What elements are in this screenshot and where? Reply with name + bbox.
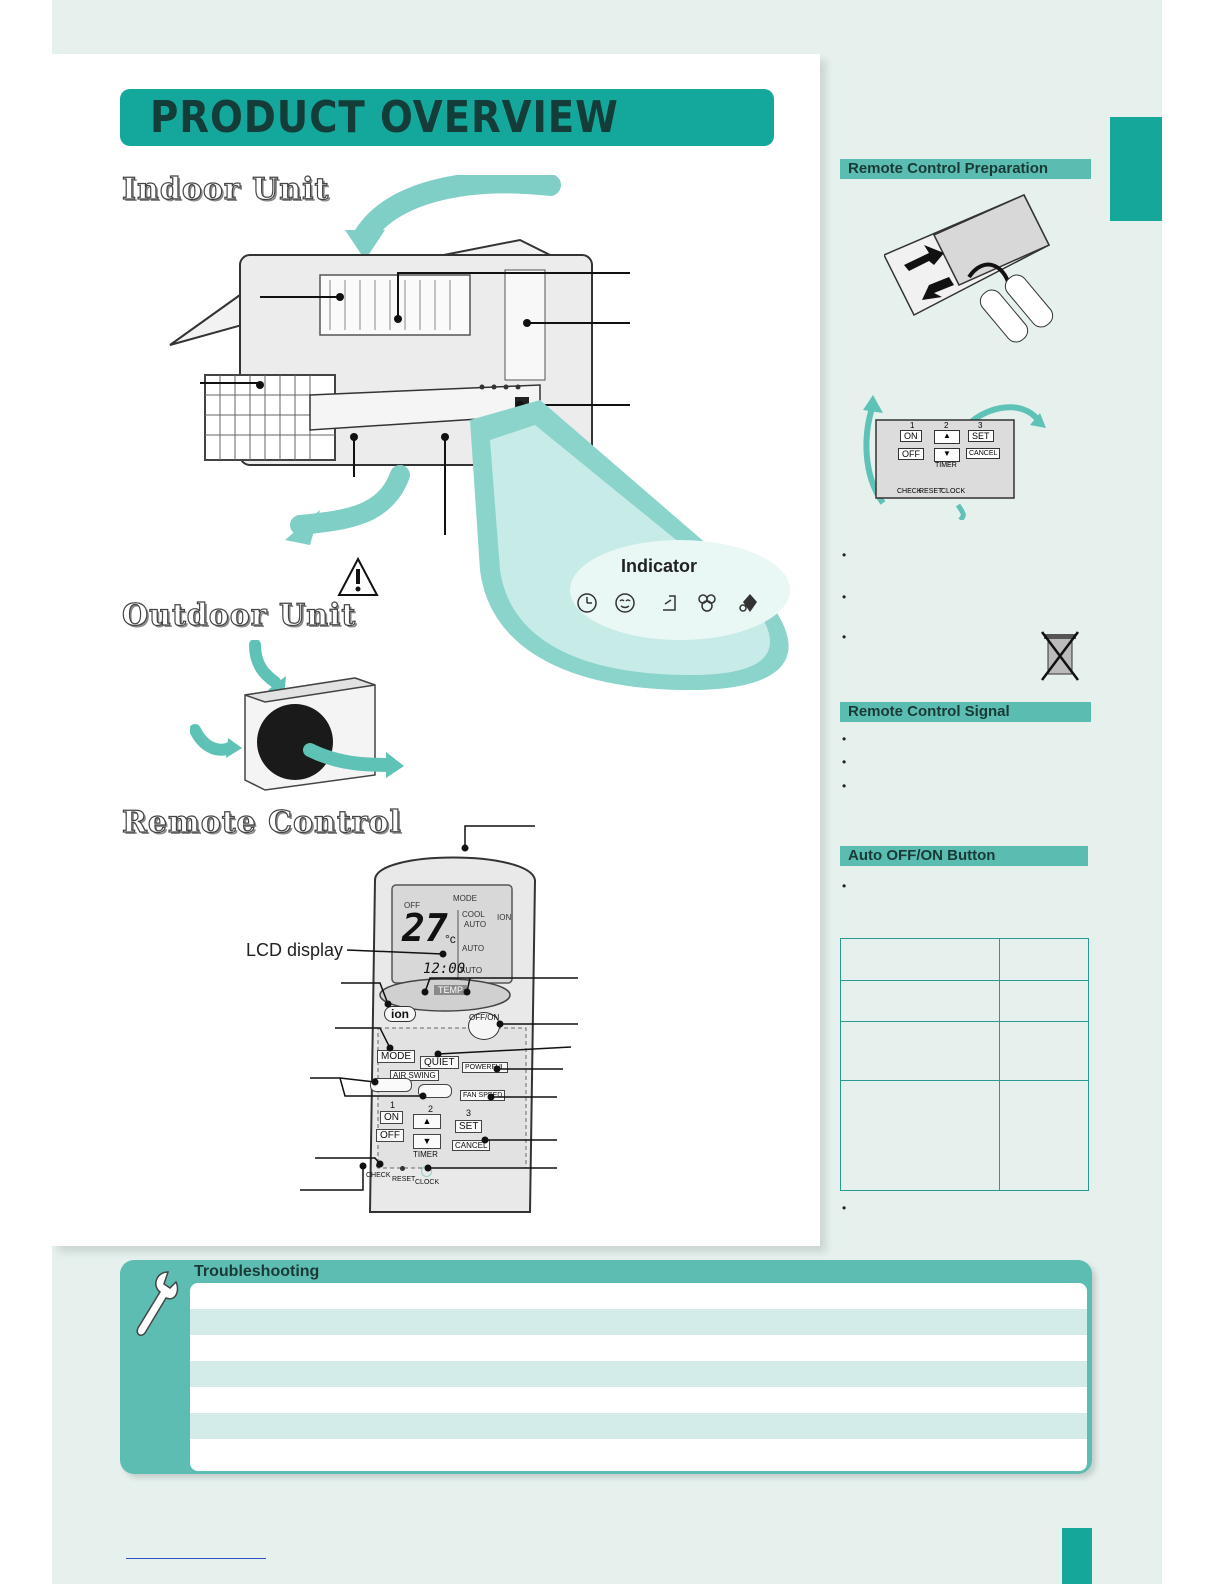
remote-timer-1: 1 bbox=[390, 1100, 396, 1110]
remote-clock-display: 12:00 bbox=[423, 961, 466, 977]
signal-bullet-2: • bbox=[842, 755, 847, 769]
remote-mode-button[interactable]: MODE bbox=[377, 1050, 415, 1063]
remote-air-swing-vertical-button[interactable] bbox=[370, 1078, 412, 1092]
remote-control-heading: Remote Control bbox=[121, 804, 402, 840]
trouble-row-6 bbox=[190, 1413, 1087, 1439]
indicator-icons bbox=[577, 593, 757, 613]
auto-bullet-1: • bbox=[842, 879, 847, 893]
page-title: PRODUCT OVERVIEW bbox=[150, 92, 619, 143]
warning-icon bbox=[337, 556, 379, 596]
no-dispose-bin-icon bbox=[1041, 631, 1079, 681]
auto-comfort-indicator-icon bbox=[739, 594, 757, 612]
tp-off-button[interactable]: OFF bbox=[898, 448, 924, 460]
lcd-display-label: LCD display bbox=[246, 940, 344, 960]
remote-temp-unit: °c bbox=[445, 932, 456, 946]
remote-timer-cancel-button[interactable]: CANCEL bbox=[452, 1140, 491, 1151]
remote-callout-lines bbox=[300, 825, 578, 1191]
remote-cool-label: COOL bbox=[462, 910, 485, 919]
remote-air-swing-horizontal-button[interactable] bbox=[418, 1084, 452, 1098]
remote-signal-heading: Remote Control Signal bbox=[840, 702, 1091, 722]
title-banner bbox=[120, 89, 774, 146]
tp-up-button[interactable]: ▲ bbox=[934, 430, 960, 444]
tp-cancel-button[interactable]: CANCEL bbox=[966, 448, 1001, 459]
remote-timer-up-button[interactable]: ▲ bbox=[413, 1114, 441, 1129]
prep-bullet-3: • bbox=[842, 630, 847, 644]
remote-auto2: AUTO bbox=[462, 944, 485, 953]
side-tab-top bbox=[1110, 117, 1162, 221]
quiet-indicator-icon bbox=[615, 593, 635, 613]
remote-auto3: AUTO bbox=[460, 966, 483, 975]
indicator-bubble bbox=[470, 400, 790, 690]
tp-n1: 1 bbox=[910, 421, 915, 430]
remote-timer-2: 2 bbox=[428, 1104, 434, 1114]
tp-down-button[interactable]: ▼ bbox=[934, 448, 960, 462]
tp-n3: 3 bbox=[978, 421, 983, 430]
ion-indicator-icon bbox=[698, 594, 716, 612]
auto-offon-table bbox=[840, 938, 1089, 1191]
remote-temp-button[interactable]: TEMP bbox=[434, 985, 468, 995]
remote-mode-header: MODE bbox=[453, 894, 477, 903]
remote-timer-set-button[interactable]: SET bbox=[455, 1120, 483, 1133]
trouble-row-7 bbox=[190, 1439, 1087, 1465]
remote-auto1: AUTO bbox=[464, 920, 487, 929]
trouble-row-2 bbox=[190, 1309, 1087, 1335]
tp-set-button[interactable]: SET bbox=[968, 430, 994, 442]
tp-clock-label: CLOCK bbox=[941, 488, 966, 495]
indicator-title: Indicator bbox=[621, 556, 698, 576]
auto-bullet-2: • bbox=[842, 1201, 847, 1215]
outdoor-unit-heading: Outdoor Unit bbox=[121, 597, 357, 633]
battery-install-illustration bbox=[884, 194, 1054, 343]
tp-check-label: CHECK bbox=[897, 488, 922, 495]
remote-timer-3: 3 bbox=[466, 1108, 472, 1118]
remote-ion-button[interactable]: ion bbox=[384, 1006, 416, 1022]
remote-prep-heading: Remote Control Preparation bbox=[840, 159, 1091, 179]
trouble-row-4 bbox=[190, 1361, 1087, 1387]
side-tab-bottom bbox=[1062, 1528, 1092, 1584]
footer-link-underline[interactable] bbox=[126, 1558, 266, 1559]
remote-reset-label: RESET bbox=[392, 1176, 416, 1183]
tp-on-button[interactable]: ON bbox=[900, 430, 922, 442]
remote-clock-label: CLOCK bbox=[415, 1179, 440, 1186]
remote-air-swing-label: AIR SWING bbox=[390, 1070, 439, 1081]
remote-ion-label: ION bbox=[497, 913, 512, 922]
remote-temp-value: 27 bbox=[402, 906, 448, 950]
outdoor-unit-illustration bbox=[190, 640, 404, 791]
trouble-row-1 bbox=[190, 1283, 1087, 1309]
signal-bullet-1: • bbox=[842, 732, 847, 746]
troubleshooting-title: Troubleshooting bbox=[194, 1263, 320, 1280]
remote-off-label: OFF bbox=[404, 901, 420, 910]
powerful-indicator-icon bbox=[663, 595, 676, 611]
prep-bullet-2: • bbox=[842, 590, 847, 604]
remote-powerful-button[interactable]: POWERFUL bbox=[462, 1062, 508, 1073]
tp-timer-label: TIMER bbox=[935, 462, 957, 469]
tp-n2: 2 bbox=[944, 421, 949, 430]
remote-timer-off-button[interactable]: OFF bbox=[376, 1129, 404, 1142]
timer-indicator-icon bbox=[577, 593, 597, 613]
remote-fan-speed-button[interactable]: FAN SPEED bbox=[460, 1090, 506, 1101]
remote-timer-label: TIMER bbox=[413, 1150, 438, 1159]
signal-bullet-3: • bbox=[842, 779, 847, 793]
remote-check-label: CHECK bbox=[366, 1172, 391, 1179]
auto-offon-heading: Auto OFF/ON Button bbox=[840, 846, 1088, 866]
trouble-row-3 bbox=[190, 1335, 1087, 1361]
remote-timer-down-button[interactable]: ▼ bbox=[413, 1134, 441, 1149]
prep-bullet-1: • bbox=[842, 548, 847, 562]
remote-control-illustration bbox=[368, 856, 537, 1213]
indoor-unit-heading: Indoor Unit bbox=[121, 171, 330, 207]
trouble-row-5 bbox=[190, 1387, 1087, 1413]
troubleshooting-table bbox=[190, 1283, 1087, 1471]
wrench-icon bbox=[136, 1271, 179, 1336]
remote-reset-button[interactable] bbox=[400, 1166, 405, 1171]
remote-timer-on-button[interactable]: ON bbox=[380, 1111, 403, 1124]
tp-reset-label: RESET bbox=[919, 488, 943, 495]
